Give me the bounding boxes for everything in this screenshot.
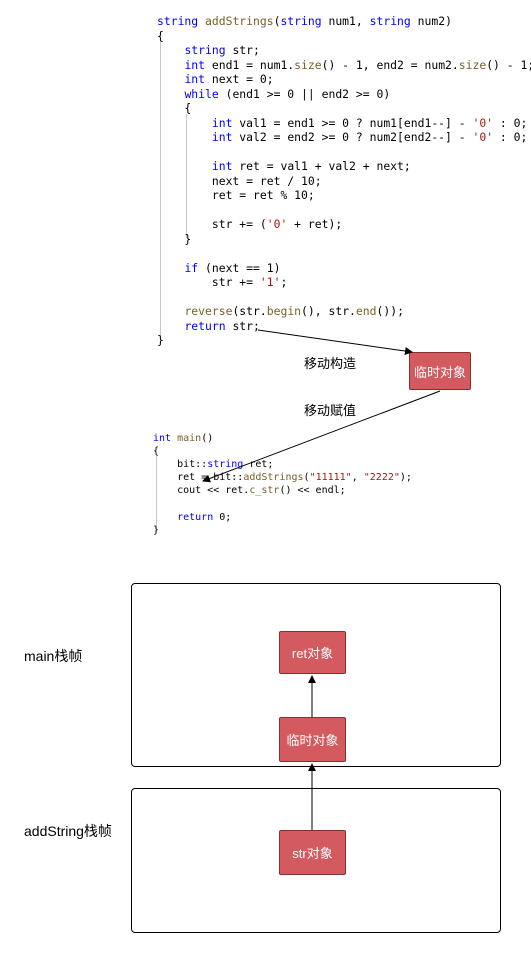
code-line: string str; [184,43,260,57]
move-construct-label: 移动构造 [304,356,357,371]
code-line: next = ret / 10; [157,173,322,188]
code-line: int val1 = end1 >= 0 ? num1[end1--] - '0… [211,115,528,130]
code-line: { [157,28,164,43]
brace-guide-main [156,456,157,532]
arrow-temp-to-ret [202,390,441,483]
code-line: str += ('0' + ret); [157,217,343,231]
addstring-stack-frame [131,788,501,933]
code-line: return str; [184,318,260,333]
code-line: int end1 = num1.size() - 1, end2 = num2.… [184,57,531,72]
code-line: } [157,333,164,347]
move-assign-label: 移动赋值 [304,403,357,418]
code-line: int next = 0; [184,72,274,86]
ret-object-box: ret对象 [279,631,346,674]
code-line: } [157,231,192,246]
code-line: bit::string ret; [153,459,274,471]
code-line: ret = ret % 10; [157,188,315,202]
code-addstrings: string addStrings(string num1, string nu… [157,14,531,348]
code-line: int main() [153,433,214,444]
code-line: } [153,524,160,536]
code-line: int val2 = end2 >= 0 ? num2[end2--] - '0… [211,130,528,144]
addstring-frame-label: addString栈帧 [24,823,112,839]
arrow-str-to-temp [257,329,413,355]
code-line: str += '1'; [157,275,288,289]
code-line: reverse(str.begin(), str.end()); [184,304,404,318]
code-main: int main() { bit::string ret; ret = bit:… [153,432,412,537]
code-line: int ret = val1 + val2 + next; [211,159,411,173]
code-line: if (next == 1) [184,260,281,275]
code-line: { [157,101,192,115]
main-stack-frame [131,583,501,767]
temp-object-box-bottom: 临时对象 [279,717,346,762]
code-line: cout << ret.c_str() << endl; [153,485,346,497]
code-line: return 0; [177,511,232,523]
temp-object-box-top: 临时对象 [409,352,471,390]
code-line: string addStrings(string num1, string nu… [157,14,452,28]
code-line: { [153,446,160,458]
main-frame-label: main栈帧 [24,648,83,664]
code-line: while (end1 >= 0 || end2 >= 0) [184,86,391,101]
brace-guide-while [186,114,187,238]
str-object-box: str对象 [279,830,346,875]
brace-guide-function [160,42,161,340]
